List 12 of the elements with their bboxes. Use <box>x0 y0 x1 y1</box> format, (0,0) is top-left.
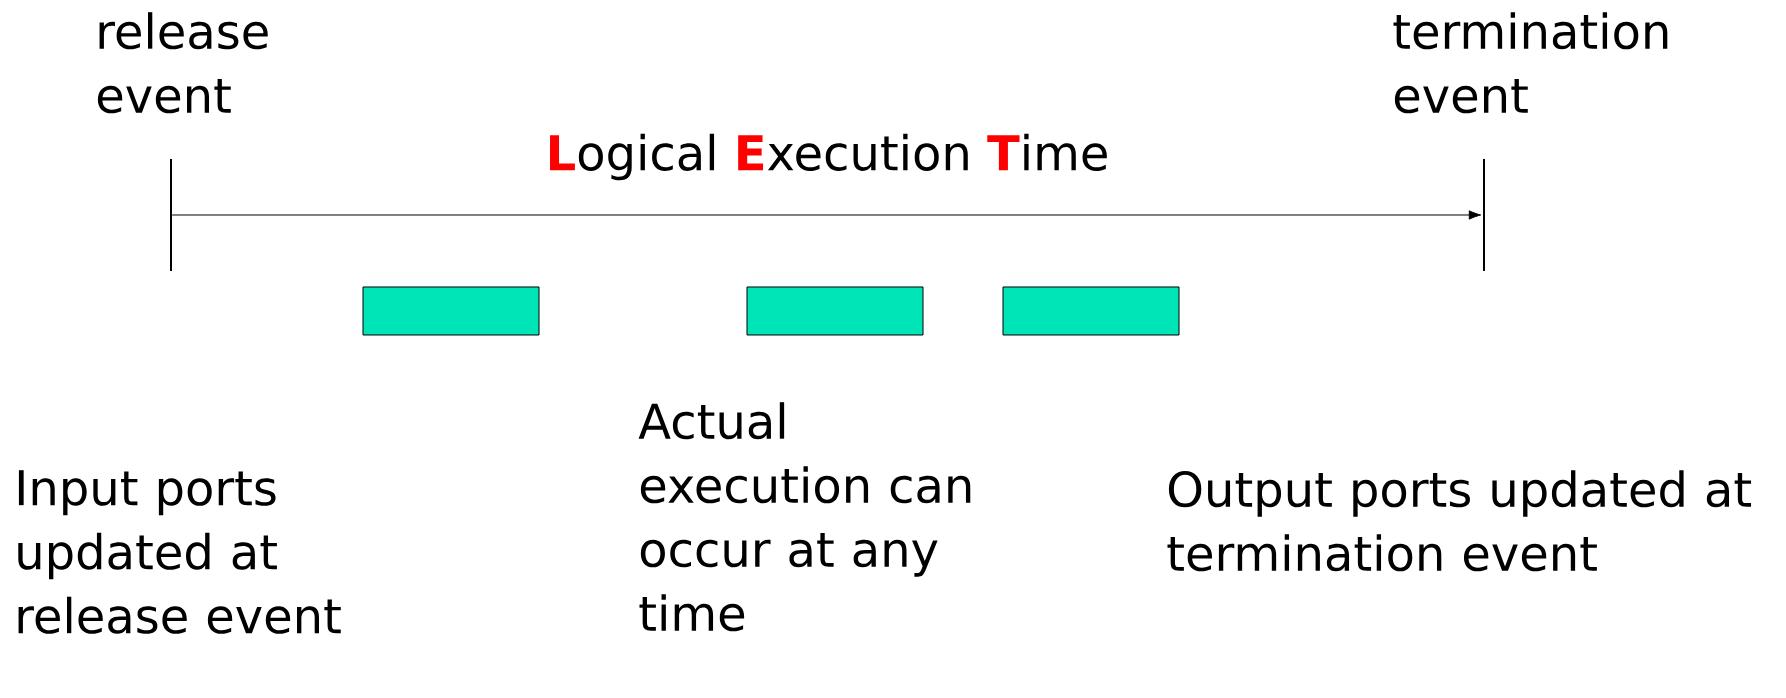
tick-line <box>170 159 172 271</box>
execution-block <box>746 286 924 336</box>
tick-line <box>1483 159 1485 271</box>
text-label: Input ports updated at release event <box>18 470 341 634</box>
execution-block <box>362 286 540 336</box>
text-label: release event <box>97 12 268 114</box>
text-label: termination event <box>1393 12 1668 114</box>
execution-block <box>1002 286 1180 336</box>
text-label: Output ports updated at termination event <box>1167 470 1752 572</box>
text-label: Actual execution can occur at any time <box>638 402 971 632</box>
edge-label: Logical Execution Time <box>550 133 1107 181</box>
arrow <box>171 210 1482 220</box>
